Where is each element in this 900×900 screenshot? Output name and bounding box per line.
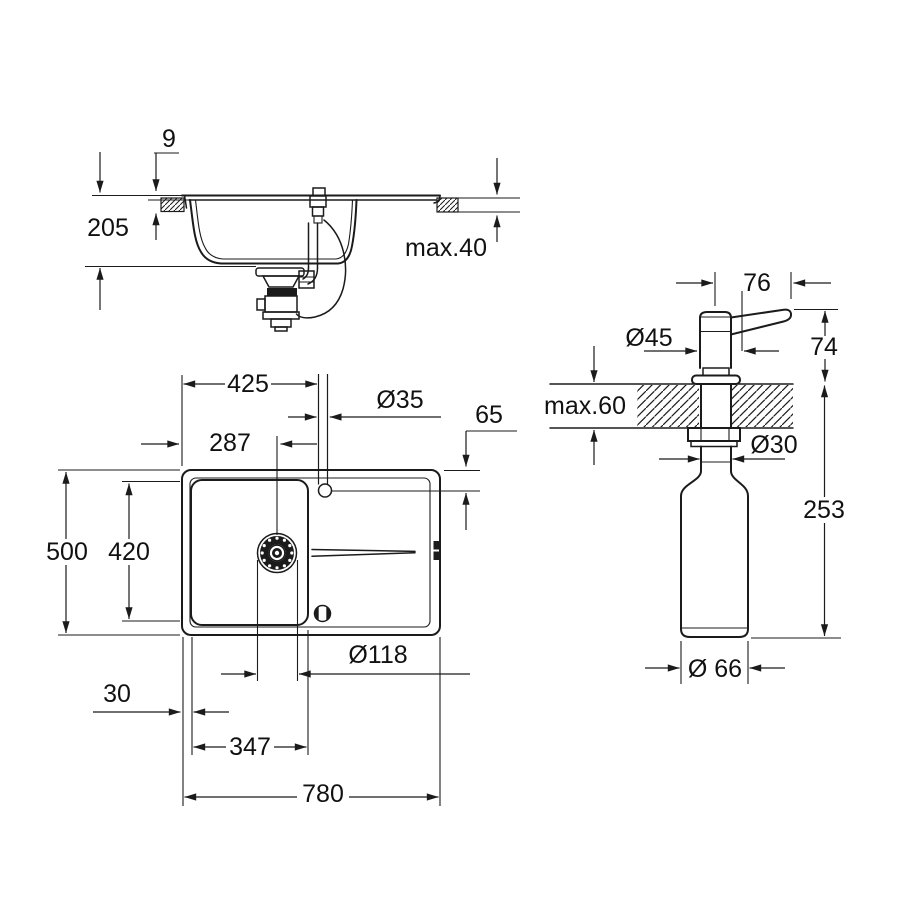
dim-label-drain-diameter: Ø118: [348, 641, 407, 669]
dim-label-shank-diameter: Ø30: [750, 431, 797, 459]
dispenser-spout: [730, 308, 793, 336]
worktop-hatch-left: [160, 197, 185, 213]
sink-bowl-outline: [189, 199, 358, 265]
dim-label-bowl-depth: 205: [87, 214, 129, 242]
dim-bowl-inner-width: 347: [191, 630, 309, 761]
dim-worktop-thickness-dispenser: max.60: [544, 346, 626, 465]
ledge-mark-lower: [433, 551, 440, 560]
dim-label-overall-depth: 500: [46, 538, 88, 566]
tap-hole: [317, 483, 333, 498]
dim-label-tap-from-front: 65: [475, 401, 503, 429]
dispenser-shank: [687, 383, 741, 463]
ledge-mark-upper: [433, 541, 440, 550]
dim-bowl-offset-left: 30: [93, 680, 229, 716]
sink-inner-rim: [189, 477, 431, 628]
dispenser-pump-head: [691, 308, 793, 385]
dim-overall-depth: 500: [45, 469, 180, 636]
dim-label-rim-height: 9: [162, 125, 176, 153]
dispenser-flange: [691, 374, 741, 385]
sink-profile: [181, 194, 441, 265]
dim-worktop-thickness-sink: max.40: [405, 158, 501, 262]
dim-bowl-depth: 205: [85, 152, 256, 310]
dim-rim-height: 9: [152, 125, 179, 240]
worktop-hatch-right: [732, 385, 793, 427]
dim-label-worktop-thickness-sink: max.40: [405, 234, 487, 262]
overflow-assembly: [295, 187, 347, 319]
dim-tap-hole-diameter: Ø35: [288, 386, 441, 421]
dim-label-overall-width: 780: [302, 780, 344, 808]
pop-up-knob: [313, 604, 332, 623]
dim-tap-hole-from-left: 425: [181, 370, 329, 485]
soap-dispenser-view: 76 Ø45 74 max.60 Ø30 253: [544, 269, 848, 684]
dim-label-worktop-thickness-dispenser: max.60: [544, 392, 626, 420]
sink-outline: [181, 469, 441, 636]
dim-label-height-below: 253: [803, 496, 845, 524]
sink-bowl: [190, 479, 309, 626]
dim-bowl-inner-depth: 420: [107, 480, 180, 622]
dim-label-head-diameter: Ø45: [625, 324, 672, 352]
dim-shank-diameter: Ø30: [659, 431, 798, 463]
dim-label-bottle-diameter: Ø 66: [688, 655, 742, 683]
dim-label-tap-from-left: 425: [227, 370, 269, 398]
dispenser-locknut: [687, 427, 741, 442]
dim-head-diameter: Ø45: [625, 291, 779, 355]
dim-overall-width: 780: [182, 637, 441, 809]
overflow-hose: [295, 219, 347, 319]
worktop-hatch-right: [436, 197, 459, 213]
sink-plan-view: 425 Ø35 65 287 500: [45, 370, 517, 809]
dim-bottle-diameter: Ø 66: [645, 641, 785, 684]
drain-strainer: [256, 532, 298, 574]
dim-label-drain-from-left: 287: [209, 429, 251, 457]
dispenser-bottle: [680, 461, 749, 638]
dispenser-worktop: [549, 383, 794, 429]
drainer-groove: [311, 548, 416, 557]
dim-label-tap-hole-diameter: Ø35: [376, 386, 423, 414]
dim-drain-from-left: 287: [141, 429, 317, 535]
dim-label-bowl-inner-width: 347: [229, 733, 271, 761]
dim-height-below-worktop: 253: [751, 385, 848, 639]
dim-label-bowl-offset-left: 30: [103, 680, 131, 708]
dim-label-spout-reach: 76: [743, 269, 771, 297]
dim-spout-reach: 76: [676, 269, 831, 306]
worktop-section: [92, 194, 520, 213]
worktop-hatch-left: [637, 385, 699, 427]
dim-tap-hole-from-front: 65: [332, 401, 517, 530]
dim-drain-diameter: Ø118: [221, 560, 470, 681]
dim-label-bowl-inner-depth: 420: [108, 538, 150, 566]
dim-height-above-worktop: 74: [794, 308, 842, 382]
sink-side-view: 9 205 max.40: [85, 125, 520, 332]
dim-label-height-above: 74: [810, 333, 838, 361]
